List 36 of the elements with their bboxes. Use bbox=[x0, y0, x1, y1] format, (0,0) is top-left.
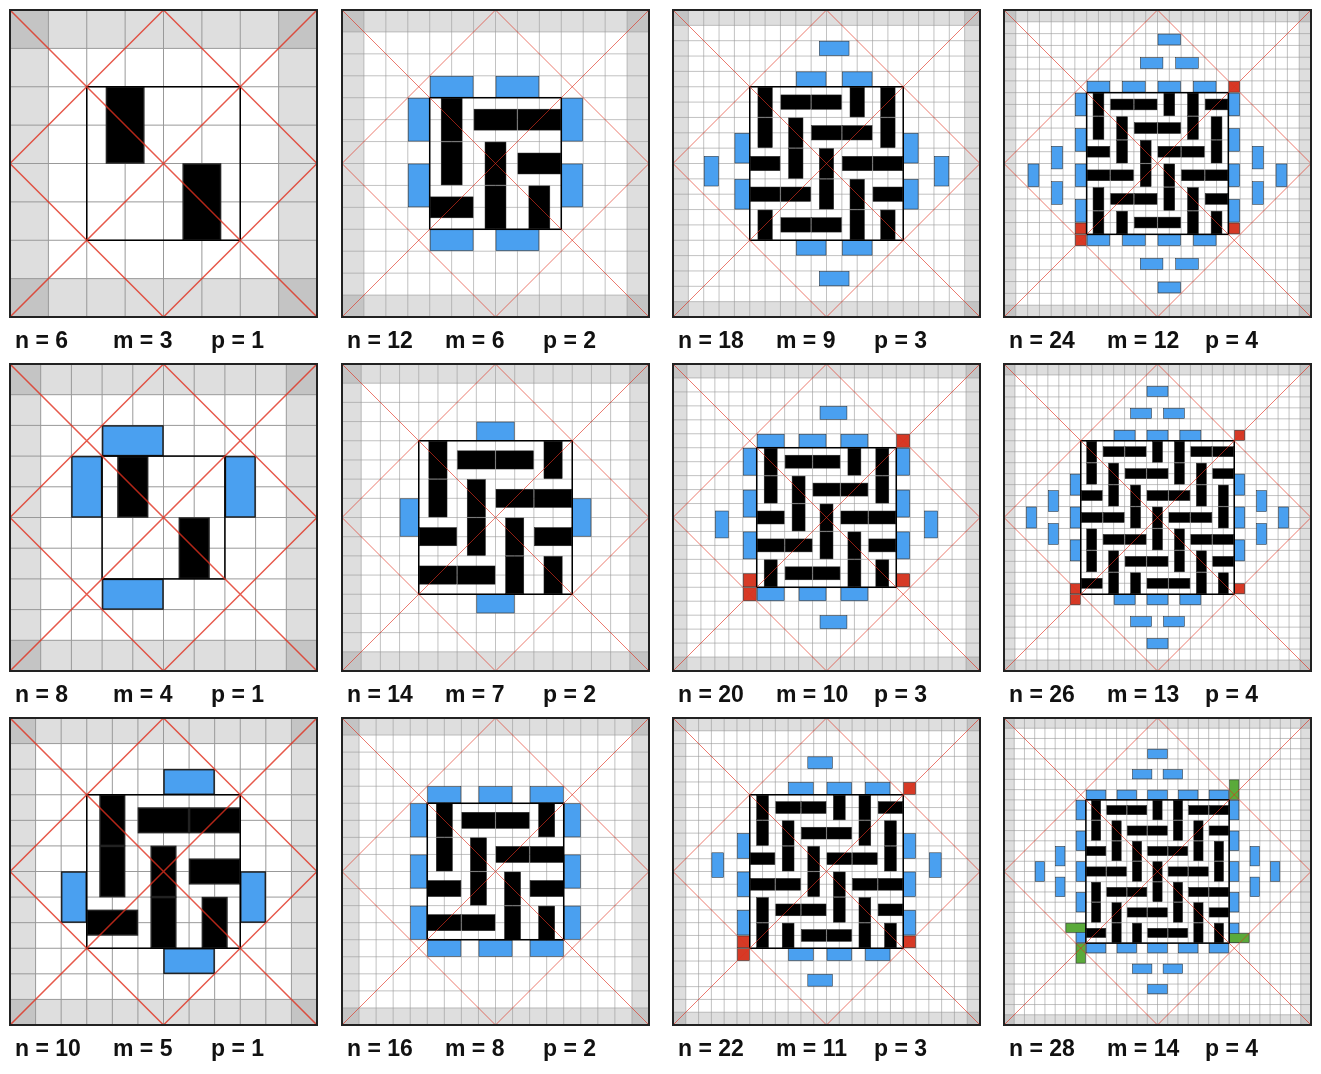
parameter-label: p = 1 bbox=[211, 1035, 265, 1062]
parameter-label: n = 26 bbox=[1009, 681, 1075, 708]
parameter-label: p = 3 bbox=[874, 681, 928, 708]
parameter-label: p = 1 bbox=[211, 681, 265, 708]
parameter-label: m = 3 bbox=[113, 327, 173, 354]
parameter-label: n = 24 bbox=[1009, 327, 1075, 354]
parameter-label: m = 6 bbox=[445, 327, 505, 354]
parameter-label: p = 4 bbox=[1205, 327, 1259, 354]
parameter-label: p = 3 bbox=[874, 1035, 928, 1062]
parameter-label: m = 5 bbox=[113, 1035, 173, 1062]
parameter-label: m = 13 bbox=[1107, 681, 1180, 708]
parameter-label: m = 4 bbox=[113, 681, 173, 708]
parameter-label: p = 1 bbox=[211, 327, 265, 354]
parameter-label: n = 28 bbox=[1009, 1035, 1075, 1062]
parameter-label: n = 20 bbox=[678, 681, 744, 708]
parameter-label: n = 8 bbox=[15, 681, 69, 708]
parameter-label: p = 4 bbox=[1205, 1035, 1259, 1062]
parameter-label: p = 2 bbox=[543, 327, 597, 354]
parameter-label: m = 11 bbox=[776, 1035, 847, 1062]
parameter-label: m = 8 bbox=[445, 1035, 505, 1062]
parameter-label: n = 6 bbox=[15, 327, 69, 354]
parameter-label: m = 12 bbox=[1107, 327, 1180, 354]
parameter-label: n = 18 bbox=[678, 327, 744, 354]
parameter-label: p = 2 bbox=[543, 681, 597, 708]
parameter-label: m = 9 bbox=[776, 327, 836, 354]
parameter-label: p = 3 bbox=[874, 327, 928, 354]
parameter-label: p = 2 bbox=[543, 1035, 597, 1062]
parameter-label: n = 22 bbox=[678, 1035, 744, 1062]
parameter-label: n = 12 bbox=[347, 327, 413, 354]
parameter-label: m = 14 bbox=[1107, 1035, 1180, 1062]
parameter-label: p = 4 bbox=[1205, 681, 1259, 708]
parameter-label: n = 16 bbox=[347, 1035, 413, 1062]
parameter-label: n = 10 bbox=[15, 1035, 81, 1062]
parameter-label: m = 7 bbox=[445, 681, 505, 708]
parameter-label: m = 10 bbox=[776, 681, 849, 708]
parameter-label: n = 14 bbox=[347, 681, 413, 708]
